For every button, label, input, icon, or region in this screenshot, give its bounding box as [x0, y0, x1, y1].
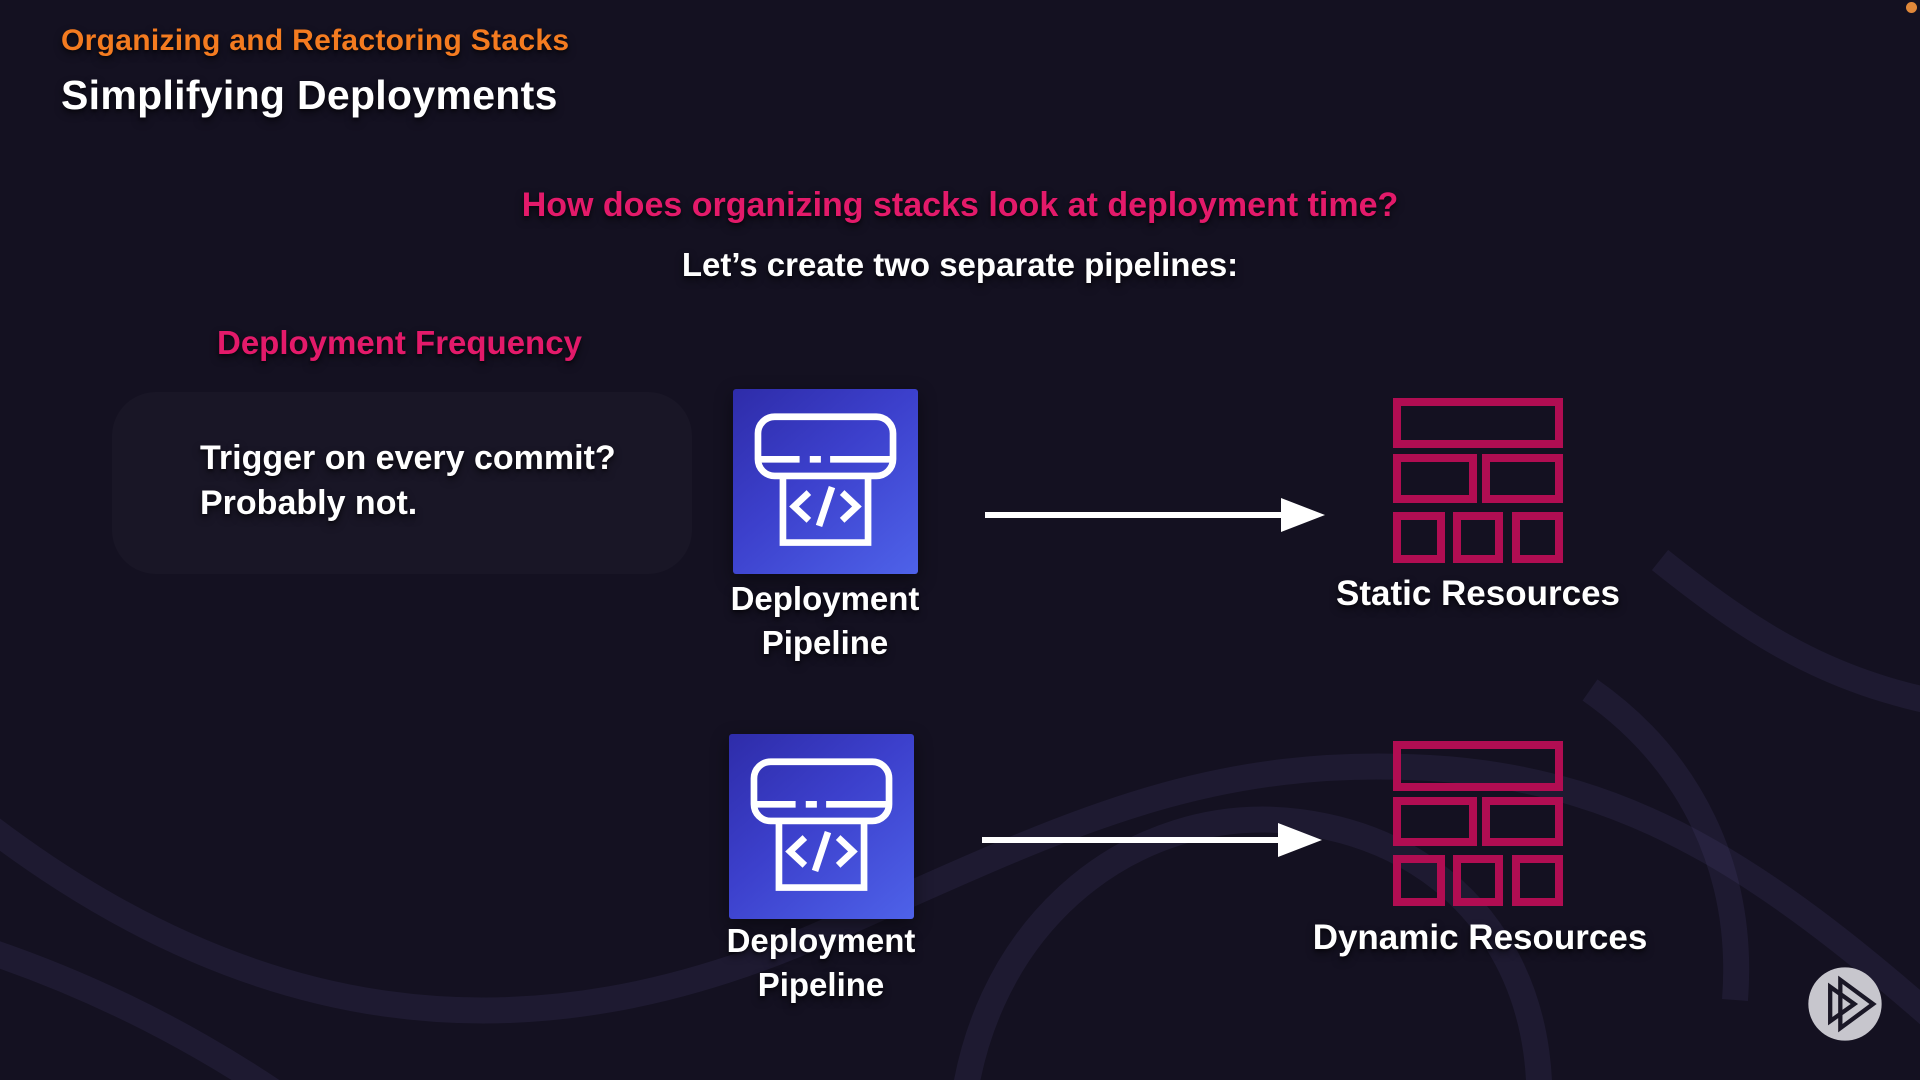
recording-indicator-dot: [1906, 2, 1917, 13]
resources-bricks-icon: [1393, 398, 1563, 563]
subtitle-text: Let’s create two separate pipelines:: [681, 246, 1239, 283]
resources-bricks-icon: [1393, 741, 1563, 906]
deployment-pipeline-icon: [733, 389, 918, 574]
slide-kicker: Organizing and Refactoring Stacks: [61, 24, 570, 57]
pipeline-label: Deployment Pipeline: [726, 922, 916, 1003]
pipeline-label: Deployment Pipeline: [730, 580, 920, 661]
pluralsight-logo: [1808, 967, 1882, 1041]
deployment-pipeline-icon: [729, 734, 914, 919]
code-printer-icon: [754, 413, 897, 546]
resource-label: Dynamic Resources: [1312, 918, 1648, 957]
arrow-right-icon: [982, 823, 1322, 857]
resource-label: Static Resources: [1335, 574, 1621, 613]
note-text: Trigger on every commit? Probably not.: [200, 439, 616, 522]
code-printer-icon: [750, 758, 893, 891]
question-heading: How does organizing stacks look at deplo…: [521, 186, 1399, 224]
arrow-right-icon: [985, 498, 1325, 532]
section-label: Deployment Frequency: [217, 324, 582, 361]
slide-title: Simplifying Deployments: [61, 72, 558, 118]
